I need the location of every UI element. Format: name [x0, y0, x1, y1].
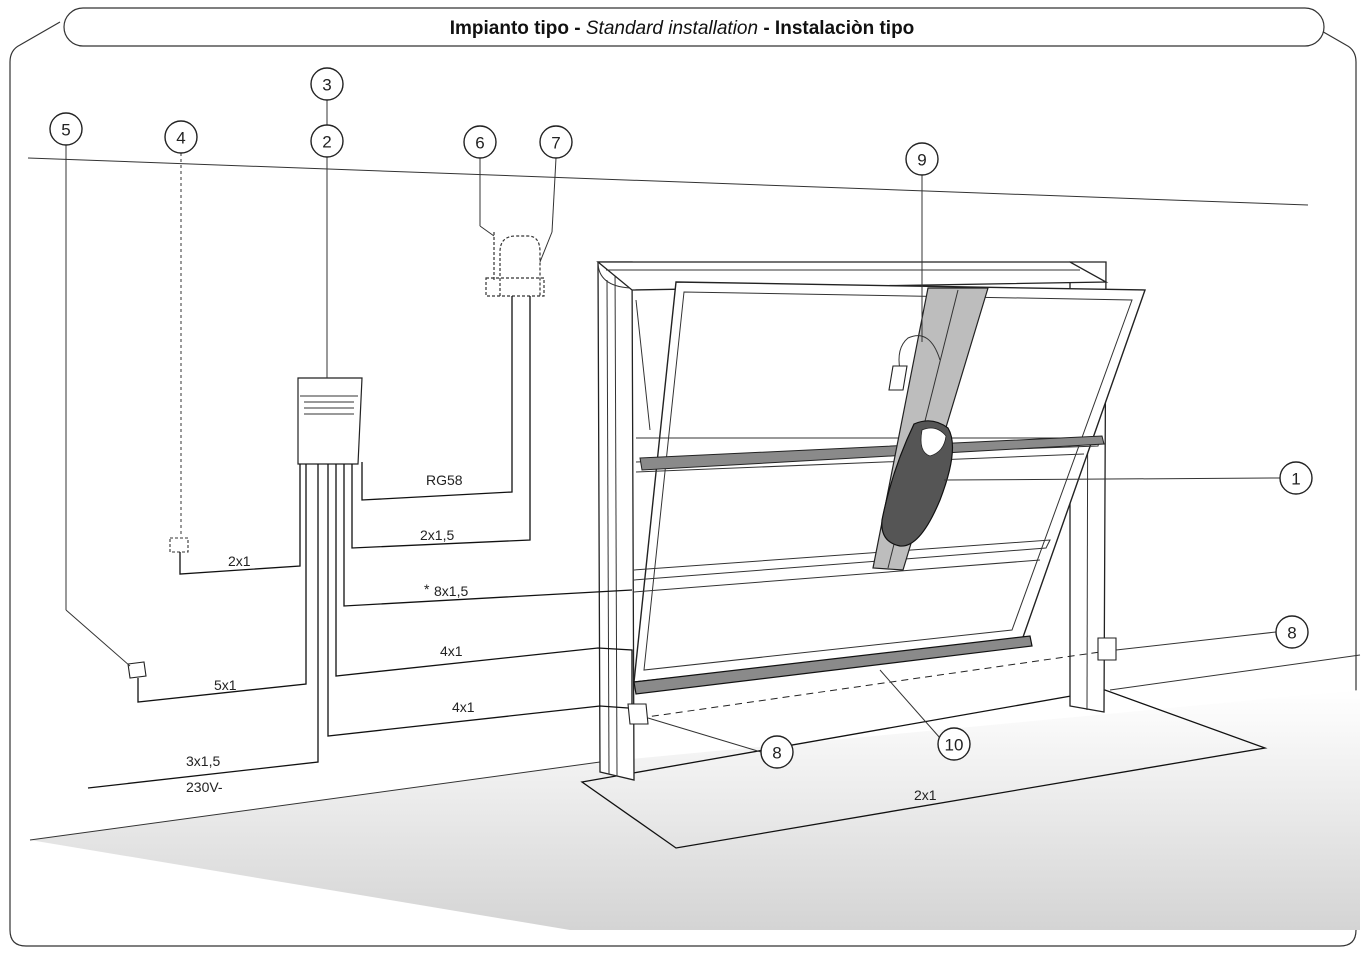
push-button [127, 661, 147, 679]
cable-2x1_5-label: 2x1,5 [420, 527, 454, 543]
cable-2x1-label: 2x1 [228, 553, 251, 569]
svg-text:4: 4 [176, 129, 185, 148]
cable-asterisk: * [424, 581, 430, 597]
floor-line-right [1109, 654, 1361, 691]
title-es: - Instalaciòn tipo [758, 18, 914, 39]
callout-2: 2 [310, 124, 344, 158]
callout-4: 4 [164, 120, 198, 154]
cable-floor-2x1-label: 2x1 [914, 787, 937, 803]
title-bar: Impianto tipo - Standard installation - … [63, 7, 1325, 47]
wall-top-line [27, 157, 1309, 206]
svg-text:6: 6 [475, 134, 484, 153]
callout-7: 7 [539, 125, 573, 159]
svg-text:9: 9 [917, 151, 926, 170]
cable-4x1-bottom-label: 4x1 [452, 699, 475, 715]
title-it: Impianto tipo - [450, 18, 586, 39]
flashing-light [485, 232, 545, 297]
svg-text:3: 3 [322, 76, 331, 95]
floor-shade [30, 690, 1360, 930]
svg-text:7: 7 [551, 134, 560, 153]
svg-text:8: 8 [1287, 624, 1296, 643]
svg-text:1: 1 [1291, 470, 1300, 489]
photocell-beam [639, 651, 1101, 719]
callout-8-right: 8 [1275, 615, 1309, 649]
cable-labels: RG58 2x1,5 * 8x1,5 2x1 4x1 5x1 4x1 3x1,5… [186, 472, 937, 803]
cable-3x1_5-label: 3x1,5 [186, 753, 220, 769]
cable-rg58-label: RG58 [426, 472, 463, 488]
title-en: Standard installation [586, 18, 758, 39]
svg-text:Impianto tipo - Standard insta: Impianto tipo - Standard installation - … [450, 18, 915, 39]
callout-1: 1 [1279, 461, 1313, 495]
callout-10: 10 [937, 727, 971, 761]
key-selector [169, 537, 189, 553]
safety-edge [633, 635, 1033, 695]
callout-9: 9 [905, 142, 939, 176]
callout-5: 5 [49, 112, 83, 146]
photocell-left [627, 703, 649, 725]
motor-unit [881, 420, 954, 547]
svg-text:2: 2 [322, 133, 331, 152]
cable-5x1-label: 5x1 [214, 677, 237, 693]
svg-text:5: 5 [61, 121, 70, 140]
release-cord [888, 335, 941, 391]
svg-text:8: 8 [772, 744, 781, 763]
floor-plate [580, 689, 1268, 849]
floor-line-left [29, 761, 601, 841]
outer-frame [9, 21, 1357, 947]
callout-8-left: 8 [760, 735, 794, 769]
svg-text:10: 10 [945, 736, 964, 755]
callout-6: 6 [463, 125, 497, 159]
cable-230v-label: 230V- [186, 779, 223, 795]
wiring [65, 100, 1281, 789]
cable-8x1_5-label: 8x1,5 [434, 583, 468, 599]
callout-3: 3 [310, 67, 344, 101]
photocell-right [1097, 637, 1117, 661]
cable-4x1-top-label: 4x1 [440, 643, 463, 659]
control-unit [297, 377, 363, 465]
